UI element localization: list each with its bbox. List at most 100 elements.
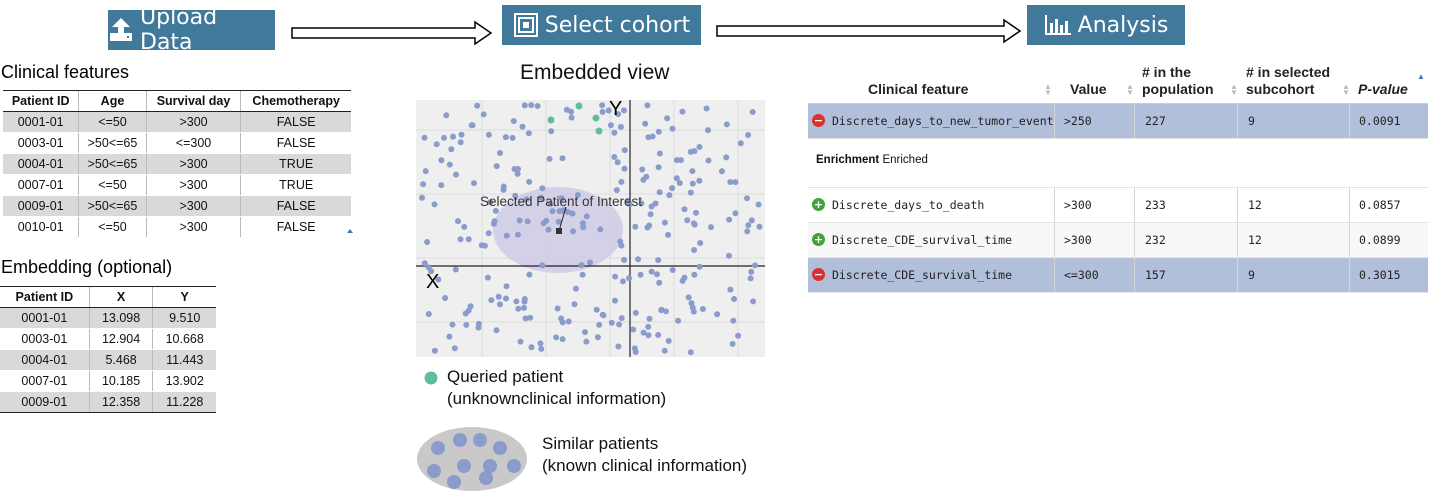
patient-point [615,343,622,350]
patient-point [425,311,432,317]
cell-pvalue: 0.0857 [1359,198,1401,212]
legend-point [507,459,521,473]
sort-icon[interactable]: ▲▼ [1230,82,1238,97]
queried-patient-point [595,127,603,135]
patient-point [538,194,545,201]
patient-point [632,223,639,230]
patient-point [547,200,554,207]
embedded-view-plot[interactable]: Selected Patient of Interest Y X [416,100,765,357]
table-row[interactable]: + Discrete_days_to_death >300 233 12 0.0… [808,188,1428,223]
header-value[interactable]: Value [1070,81,1107,97]
patient-point [543,217,550,224]
cell-value: >300 [1064,198,1092,212]
header-pvalue-text: P-value [1358,81,1408,97]
patient-point [528,344,535,351]
patient-point [478,242,485,249]
patient-point [693,209,699,216]
patient-point [539,262,546,269]
patient-point [731,296,738,302]
patient-point [578,262,585,269]
selected-patient-marker[interactable] [556,228,562,234]
patient-point [631,345,638,352]
table-resize-handle[interactable] [347,229,353,233]
queried-patient-point [592,114,600,122]
patient-point [621,147,628,154]
patient-point [626,275,633,282]
header-population[interactable]: # in the population [1142,64,1214,98]
annotation-pointer [558,206,567,232]
patient-point [574,192,581,198]
cell-feature: Discrete_days_to_death [832,198,985,212]
patient-point [438,182,445,189]
patient-point [487,199,494,206]
plus-circle-icon[interactable]: + [812,198,825,211]
patient-point [568,114,575,121]
patient-point [519,123,526,130]
queried-patient-point [547,116,555,124]
patient-point [669,267,676,273]
sort-ascending-icon[interactable]: ▲ [1417,72,1425,81]
patient-point [615,111,622,118]
patient-point [428,268,435,275]
queried-patient-points [547,102,603,135]
patient-point [548,128,555,135]
sort-icon[interactable]: ▲▼ [1044,82,1052,97]
patient-point [583,338,590,345]
patient-point [714,311,721,318]
patient-point [517,338,524,345]
plus-circle-icon[interactable]: + [812,233,825,246]
patient-point [463,321,470,328]
patient-point [607,122,614,129]
header-pvalue[interactable]: P-value [1358,81,1408,98]
sort-icon[interactable]: ▲▼ [1342,82,1350,97]
table-row[interactable]: − Discrete_CDE_survival_time <=300 157 9… [808,258,1428,293]
upload-data-button[interactable]: Upload Data [108,5,275,55]
patient-point [461,223,468,230]
patient-point [537,340,544,347]
header-subcohort[interactable]: # in selected subcohort [1246,64,1330,98]
table-row[interactable]: − Discrete_days_to_new_tumor_event >250 … [808,104,1428,139]
cell-pvalue: 0.3015 [1359,268,1401,282]
patient-point [656,150,663,157]
analysis-button[interactable]: Analysis [1027,5,1185,45]
patient-point [643,173,650,180]
patient-point [656,279,663,286]
patient-point [640,329,647,336]
upload-icon [110,18,132,41]
patient-point [521,102,528,109]
patient-point [690,308,697,315]
legend-point [427,464,441,478]
group-label: Enriched [882,154,928,166]
patient-point [455,218,461,225]
patient-point [718,168,725,175]
header-subcohort-line2: subcohort [1246,81,1315,97]
patient-point [488,297,495,304]
patient-point [618,242,625,249]
header-clinical-feature[interactable]: Clinical feature [868,81,969,97]
patient-point [645,323,652,330]
flow-arrow-1 [291,20,493,46]
patient-point [545,226,552,233]
table-row[interactable]: + Discrete_CDE_survival_time >300 232 12… [808,223,1428,258]
patient-point [558,195,565,202]
patient-point [515,231,521,238]
minus-circle-icon[interactable]: − [812,268,825,281]
patient-point [611,129,618,136]
patient-point [703,105,710,112]
patient-point [621,165,628,172]
legend-point [447,475,461,489]
patient-point [696,177,703,184]
clinical-features-title: Clinical features [1,62,130,82]
sort-icon[interactable]: ▲▼ [1126,82,1134,97]
cell-subcohort: 9 [1248,114,1255,128]
flow-arrow-2 [716,18,1022,44]
patient-point [661,219,668,226]
patient-point [665,337,672,344]
minus-circle-icon[interactable]: − [812,114,825,127]
patient-point [524,218,531,225]
select-cohort-button[interactable]: Select cohort [502,5,701,45]
patient-point [612,297,618,304]
